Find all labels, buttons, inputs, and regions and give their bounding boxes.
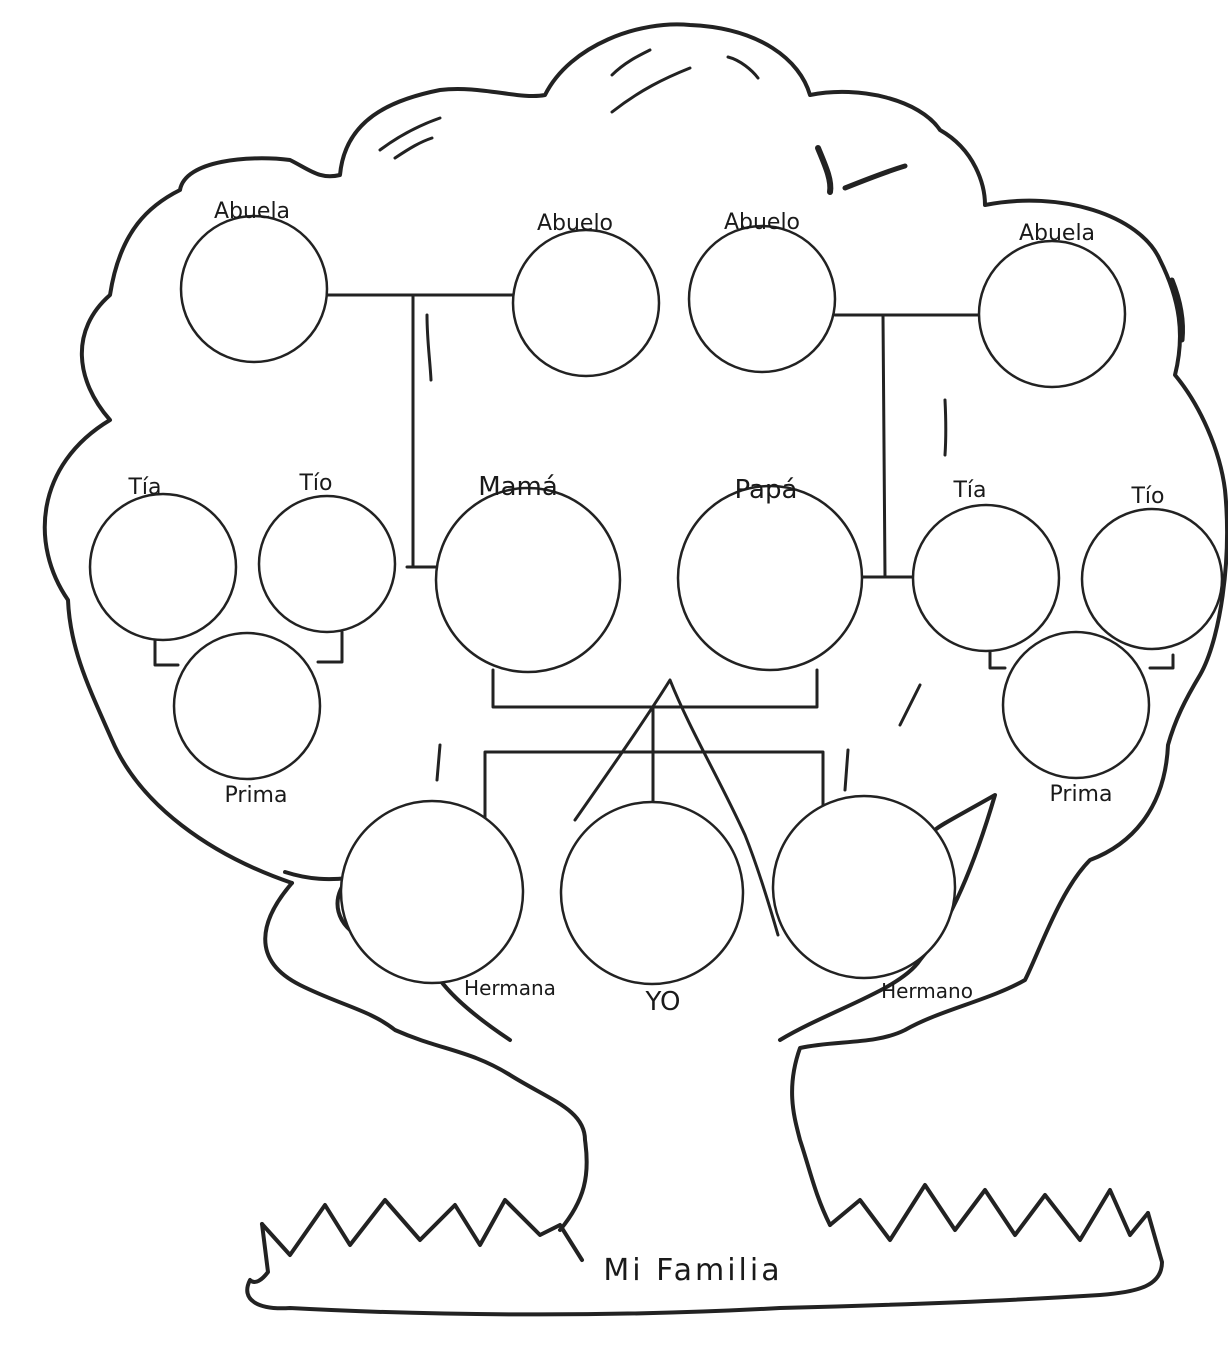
label-brother: Hermano (881, 979, 973, 1003)
frame-mother (436, 488, 620, 672)
frame-grandmother-left (181, 216, 327, 362)
label-cousin-right: Prima (1050, 782, 1113, 807)
label-me: YO (645, 987, 681, 1017)
label-grandmother-right: Abuela (1019, 221, 1095, 246)
label-cousin-left: Prima (225, 783, 288, 808)
label-uncle-left: Tío (298, 471, 332, 496)
frame-me (561, 802, 743, 984)
frame-grandfather-right (689, 226, 835, 372)
grass-blades-left (262, 1200, 582, 1260)
frame-aunt-right (913, 505, 1059, 651)
label-grandmother-left: Abuela (214, 199, 290, 224)
frame-grandfather-left (513, 230, 659, 376)
label-mother: Mamá (478, 472, 558, 502)
label-aunt-left: Tía (127, 475, 161, 500)
frame-cousin-left (174, 633, 320, 779)
frame-uncle-right (1082, 509, 1222, 649)
frame-aunt-left (90, 494, 236, 640)
label-uncle-right: Tío (1130, 484, 1164, 509)
frame-sister (341, 801, 523, 983)
frame-father (678, 486, 862, 670)
label-grandfather-right: Abuelo (724, 210, 800, 235)
label-aunt-right: Tía (952, 478, 986, 503)
label-father: Papá (735, 475, 798, 505)
label-grandfather-left: Abuelo (537, 211, 613, 236)
label-sister: Hermana (464, 976, 556, 1000)
frame-brother (773, 796, 955, 978)
title-mi-familia: Mi Familia (603, 1253, 782, 1288)
frame-cousin-right (1003, 632, 1149, 778)
frame-grandmother-right (979, 241, 1125, 387)
grass-blades-right (830, 1185, 1148, 1240)
frame-uncle-left (259, 496, 395, 632)
